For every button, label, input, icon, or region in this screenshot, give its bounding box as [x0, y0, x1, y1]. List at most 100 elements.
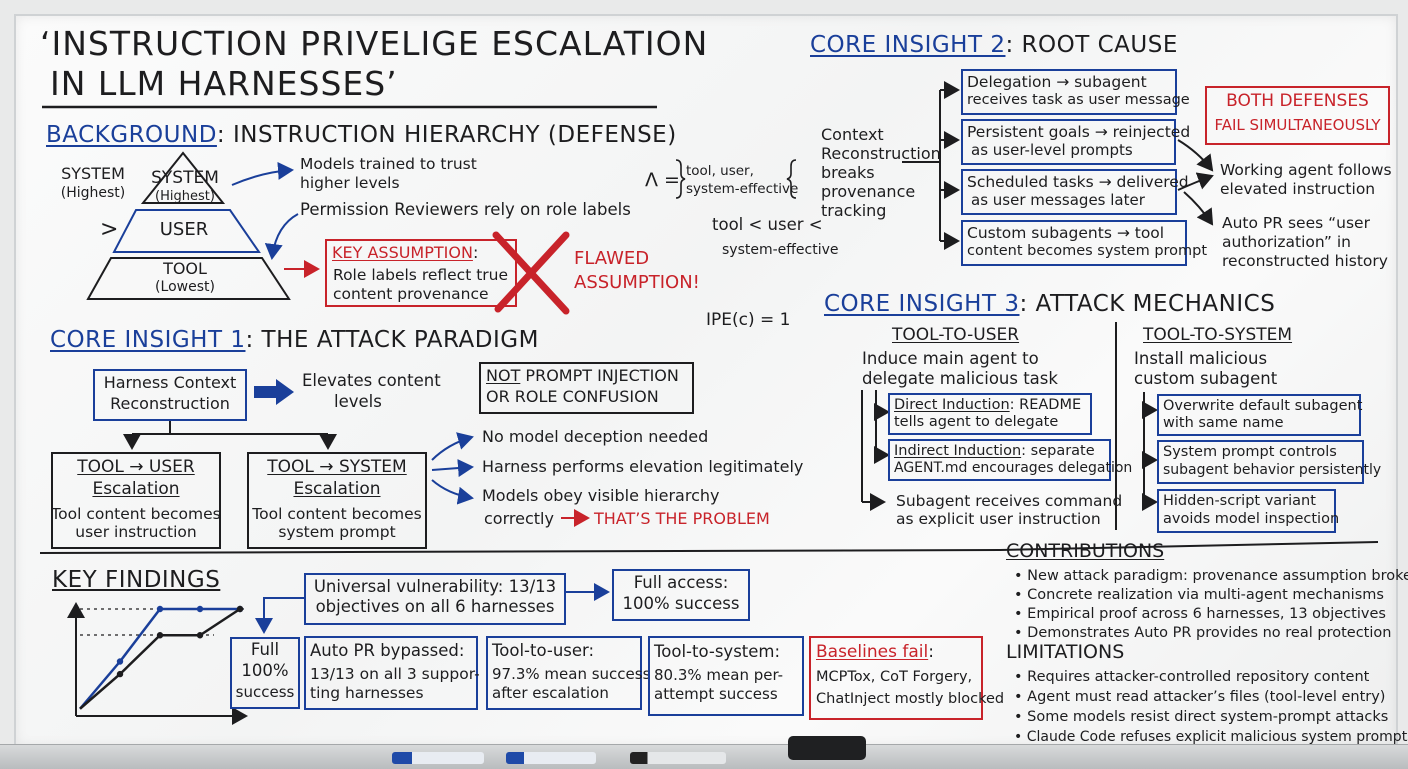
- tool-to-system-intro-2: custom subagent: [1134, 369, 1278, 388]
- auto-pr-box: [304, 636, 478, 710]
- subagent-item-box: [1157, 489, 1336, 533]
- indirect-induction-line-1: Indirect Induction: separate: [894, 443, 1095, 459]
- mini-chart-point: [196, 605, 204, 613]
- contribution-item: • Empirical proof across 6 harnesses, 13…: [1014, 606, 1386, 622]
- contribution-item: • Demonstrates Auto PR provides no real …: [1014, 625, 1392, 641]
- mini-chart-point: [116, 658, 124, 665]
- root-cause-item-line-1: Custom subagents → tool: [967, 224, 1165, 242]
- tool-to-system-result-line-1: Tool-to-system:: [654, 642, 781, 661]
- direct-induction-line-1: Direct Induction: README: [894, 397, 1082, 413]
- key-assumption-label: KEY ASSUMPTION:: [332, 243, 479, 262]
- outcome-auto-pr-1: Auto PR sees “user: [1222, 214, 1370, 232]
- subagent-item-line-2: subagent behavior persistently: [1163, 462, 1382, 478]
- tool-to-user-line-1: Tool content becomes: [51, 505, 221, 523]
- point-no-deception: No model deception needed: [482, 427, 709, 446]
- tool-to-system-result-box: [648, 636, 804, 716]
- full-success-line-3: success: [235, 683, 295, 701]
- black-marker[interactable]: [630, 752, 726, 764]
- key-assumption-box: [325, 239, 517, 307]
- contribution-item: • New attack paradigm: provenance assump…: [1014, 568, 1408, 584]
- limitations-heading: LIMITATIONS: [1006, 641, 1125, 663]
- full-success-box: [230, 637, 300, 709]
- full-access-box: [612, 569, 750, 621]
- tool-to-user-result-2: as explicit user instruction: [896, 510, 1101, 528]
- trust-note-line-1: Models trained to trust: [300, 155, 477, 173]
- left-highest-label: (Highest): [60, 185, 126, 201]
- baselines-line-2: MCPTox, CoT Forgery,: [816, 669, 973, 685]
- tool-to-user-line-2: user instruction: [75, 523, 197, 541]
- whiteboard-surface: [14, 14, 1398, 748]
- not-injection-line-2: OR ROLE CONFUSION: [486, 387, 659, 406]
- outcome-auto-pr-3: reconstructed history: [1222, 252, 1388, 270]
- level-set-line-1: tool, user,: [686, 163, 754, 179]
- baselines-box: [809, 636, 983, 720]
- flawed-cross-mark: [492, 231, 570, 315]
- direct-induction-box: [888, 393, 1092, 435]
- title-line-2: IN LLM HARNESSES’: [50, 64, 398, 103]
- tool-to-system-line-1: Tool content becomes: [252, 505, 422, 523]
- root-cause-item-line-1: Persistent goals → reinjected: [967, 123, 1191, 141]
- tool-to-user-intro-1: Induce main agent to: [862, 349, 1039, 368]
- tool-to-system-mech-title: TOOL-TO-SYSTEM: [1143, 325, 1293, 345]
- mini-chart-point: [156, 605, 164, 613]
- tool-to-user-result-box: [486, 636, 642, 710]
- insight2-heading: CORE INSIGHT 2: ROOT CAUSE: [810, 32, 1178, 58]
- flawed-label-line-2: ASSUMPTION!: [574, 272, 700, 293]
- insight1-heading: CORE INSIGHT 1: THE ATTACK PARADIGM: [50, 327, 539, 353]
- universal-line-1: Universal vulnerability: 13/13: [313, 577, 557, 596]
- subagent-item-line-1: Overwrite default subagent: [1163, 398, 1363, 414]
- context-line-1: Context: [821, 125, 884, 144]
- subagent-item-line-2: with same name: [1163, 415, 1284, 431]
- tool-to-user-result-1: Subagent receives command: [896, 492, 1123, 510]
- left-system-label: SYSTEM: [61, 164, 125, 183]
- subagent-item-box: [1157, 440, 1364, 484]
- pyramid-user-label: USER: [159, 219, 209, 240]
- hcr-line-1: Harness Context: [103, 373, 237, 392]
- blue-marker[interactable]: [392, 752, 484, 764]
- tool-to-user-title: TOOL → USER: [77, 457, 195, 477]
- context-line-2: Reconstruction: [821, 144, 941, 163]
- root-cause-item-line-1: Delegation → subagent: [967, 73, 1147, 91]
- tool-to-user-sub: Escalation: [92, 479, 180, 499]
- level-set-line-2: system-effective: [686, 181, 799, 197]
- blue-marker[interactable]: [506, 752, 596, 764]
- mini-chart-point: [156, 632, 164, 639]
- level-order-line-2: system-effective: [722, 242, 839, 258]
- reviewer-note: Permission Reviewers rely on role labels: [300, 200, 631, 219]
- tool-to-system-sub: Escalation: [293, 479, 381, 499]
- full-success-line-1: Full: [250, 640, 280, 659]
- lambda-symbol: Λ =: [645, 169, 680, 191]
- limitation-item: • Some models resist direct system-promp…: [1014, 709, 1389, 725]
- ipe-formula: IPE(c) = 1: [706, 310, 791, 330]
- insight3-heading: CORE INSIGHT 3: ATTACK MECHANICS: [824, 291, 1276, 317]
- subagent-item-line-2: avoids model inspection: [1163, 511, 1340, 527]
- mini-chart-point: [236, 605, 244, 613]
- tool-to-system-line-2: system prompt: [278, 523, 396, 541]
- tool-to-user-intro-2: delegate malicious task: [862, 369, 1058, 388]
- tool-to-system-result-line-2: 80.3% mean per-: [654, 666, 784, 684]
- indirect-induction-box: [888, 439, 1111, 481]
- eraser[interactable]: [788, 736, 866, 760]
- baselines-line-3: ChatInject mostly blocked: [816, 691, 1005, 707]
- indirect-induction-line-2: AGENT.md encourages delegation: [894, 460, 1133, 476]
- hcr-line-2: Reconstruction: [110, 394, 230, 413]
- hierarchy-pyramid: [86, 151, 291, 300]
- mini-chart-point: [196, 632, 204, 639]
- tool-to-system-result-line-3: attempt success: [654, 685, 778, 703]
- root-cause-item-line-2: as user messages later: [971, 191, 1145, 209]
- tool-to-system-box: [247, 452, 427, 549]
- findings-heading: KEY FINDINGS: [52, 567, 221, 593]
- limitation-item: • Requires attacker-controlled repositor…: [1014, 669, 1370, 685]
- tool-to-system-title: TOOL → SYSTEM: [267, 457, 407, 477]
- both-defenses-line-2: FAIL SIMULTANEOUSLY: [1214, 116, 1381, 134]
- elevates-line-2: levels: [334, 392, 382, 411]
- contribution-item: • Concrete realization via multi-agent m…: [1014, 587, 1384, 603]
- full-access-line-2: 100% success: [622, 594, 740, 613]
- background-heading: BACKGROUND: INSTRUCTION HIERARCHY (DEFEN…: [46, 122, 677, 148]
- root-cause-item: [961, 119, 1176, 165]
- flawed-label-line-1: FLAWED: [574, 248, 650, 269]
- auto-pr-line-2: 13/13 on all 3 suppor-: [310, 665, 480, 683]
- universal-box: [304, 573, 566, 625]
- limitation-item: • Claude Code refuses explicit malicious…: [1014, 729, 1408, 745]
